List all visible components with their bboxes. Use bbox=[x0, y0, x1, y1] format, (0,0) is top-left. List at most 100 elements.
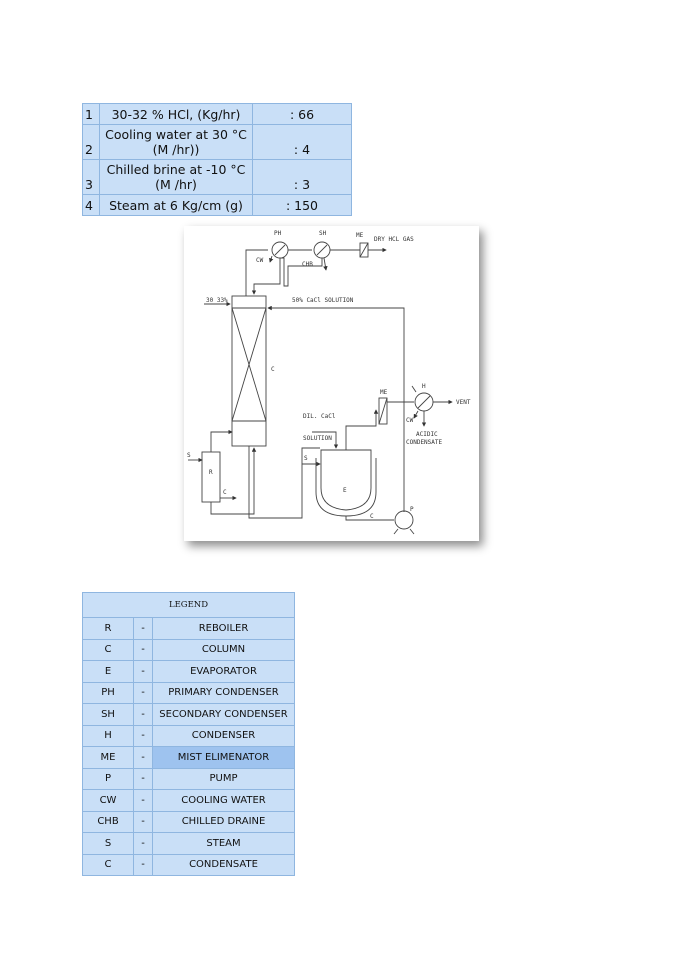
legend-name: CHILLED DRAINE bbox=[152, 810, 295, 833]
legend-name: CONDENSER bbox=[152, 724, 295, 747]
label-cacl-solution: 50% CaCl SOLUTION bbox=[292, 297, 354, 304]
legend-row: E - EVAPORATOR bbox=[82, 660, 295, 683]
legend-dash: - bbox=[133, 617, 153, 640]
legend-dash: - bbox=[133, 681, 153, 704]
legend-abbr: CHB bbox=[82, 810, 134, 833]
legend-row: P - PUMP bbox=[82, 767, 295, 790]
label-c-bottom: C bbox=[370, 513, 374, 520]
reboiler bbox=[201, 451, 221, 503]
label-feed: 30 33% bbox=[206, 297, 228, 304]
legend-name: PRIMARY CONDENSER bbox=[152, 681, 295, 704]
label-me-top: ME bbox=[356, 232, 364, 239]
label-evaporator: E bbox=[343, 487, 347, 494]
row-number: 2 bbox=[82, 124, 100, 160]
legend-row: C - COLUMN bbox=[82, 638, 295, 661]
legend-title: LEGEND bbox=[82, 592, 295, 618]
legend-row: C - CONDENSATE bbox=[82, 853, 295, 876]
legend-abbr: H bbox=[82, 724, 134, 747]
process-flow-diagram: PH SH ME DRY HCL GAS CW CHB 30 33% 50% C… bbox=[184, 226, 479, 541]
table-row: 3 Chilled brine at -10 °C (M /hr) : 3 bbox=[82, 159, 352, 195]
row-number: 1 bbox=[82, 103, 100, 125]
row-description: Chilled brine at -10 °C (M /hr) bbox=[99, 159, 253, 195]
legend-table: LEGEND R - REBOILER C - COLUMN E - EVAPO… bbox=[82, 592, 295, 876]
legend-row: H - CONDENSER bbox=[82, 724, 295, 747]
row-value: : 3 bbox=[252, 159, 352, 195]
legend-dash: - bbox=[133, 789, 153, 812]
label-column: C bbox=[271, 366, 275, 373]
legend-header-row: LEGEND bbox=[82, 592, 295, 618]
row-value: : 4 bbox=[252, 124, 352, 160]
row-number: 4 bbox=[82, 194, 100, 216]
legend-row: CW - COOLING WATER bbox=[82, 789, 295, 812]
legend-row: S - STEAM bbox=[82, 832, 295, 855]
legend-abbr: CW bbox=[82, 789, 134, 812]
label-acidic: ACIDIC bbox=[416, 431, 438, 438]
legend-row: ME - MIST ELIMENATOR bbox=[82, 746, 295, 769]
legend-abbr: C bbox=[82, 853, 134, 876]
legend-dash: - bbox=[133, 638, 153, 661]
label-me-right: ME bbox=[380, 389, 388, 396]
label-dil-cacl: DIL. CaCl bbox=[303, 413, 336, 420]
label-vent: VENT bbox=[456, 399, 471, 406]
column-shell bbox=[231, 295, 267, 447]
table-row: 2 Cooling water at 30 °C (M /hr)) : 4 bbox=[82, 124, 352, 160]
row-number: 3 bbox=[82, 159, 100, 195]
legend-abbr: R bbox=[82, 617, 134, 640]
legend-name: STEAM bbox=[152, 832, 295, 855]
pump bbox=[394, 510, 414, 530]
legend-dash: - bbox=[133, 767, 153, 790]
consumption-table: 1 30-32 % HCl, (Kg/hr) : 66 2 Cooling wa… bbox=[82, 103, 352, 216]
label-pump: P bbox=[410, 506, 414, 513]
legend-dash: - bbox=[133, 832, 153, 855]
row-description: 30-32 % HCl, (Kg/hr) bbox=[99, 103, 253, 125]
legend-name: COLUMN bbox=[152, 638, 295, 661]
legend-abbr: C bbox=[82, 638, 134, 661]
legend-dash: - bbox=[133, 746, 153, 769]
label-h: H bbox=[422, 383, 426, 390]
label-chb: CHB bbox=[302, 261, 313, 268]
legend-name: EVAPORATOR bbox=[152, 660, 295, 683]
legend-abbr: ME bbox=[82, 746, 134, 769]
legend-name: SECONDARY CONDENSER bbox=[152, 703, 295, 726]
legend-abbr: P bbox=[82, 767, 134, 790]
legend-dash: - bbox=[133, 660, 153, 683]
label-s-reboiler: S bbox=[187, 452, 191, 459]
legend-abbr: SH bbox=[82, 703, 134, 726]
legend-dash: - bbox=[133, 724, 153, 747]
table-row: 4 Steam at 6 Kg/cm (g) : 150 bbox=[82, 194, 352, 216]
legend-name: COOLING WATER bbox=[152, 789, 295, 812]
legend-row: SH - SECONDARY CONDENSER bbox=[82, 703, 295, 726]
row-value: : 66 bbox=[252, 103, 352, 125]
legend-name: MIST ELIMENATOR bbox=[152, 746, 295, 769]
legend-name: REBOILER bbox=[152, 617, 295, 640]
label-c-reboiler: C bbox=[223, 489, 227, 496]
label-condensate: CONDENSATE bbox=[406, 439, 443, 446]
legend-row: PH - PRIMARY CONDENSER bbox=[82, 681, 295, 704]
legend-dash: - bbox=[133, 703, 153, 726]
row-description: Cooling water at 30 °C (M /hr)) bbox=[99, 124, 253, 160]
label-sh: SH bbox=[319, 230, 327, 237]
legend-row: CHB - CHILLED DRAINE bbox=[82, 810, 295, 833]
row-description: Steam at 6 Kg/cm (g) bbox=[99, 194, 253, 216]
table-row: 1 30-32 % HCl, (Kg/hr) : 66 bbox=[82, 103, 352, 125]
evaporator-vessel bbox=[320, 449, 372, 511]
label-cw-top: CW bbox=[256, 257, 264, 264]
label-ph: PH bbox=[274, 230, 282, 237]
label-reboiler: R bbox=[209, 469, 213, 476]
legend-name: PUMP bbox=[152, 767, 295, 790]
legend-row: R - REBOILER bbox=[82, 617, 295, 640]
legend-abbr: S bbox=[82, 832, 134, 855]
label-cw-right: CW bbox=[406, 417, 414, 424]
legend-abbr: E bbox=[82, 660, 134, 683]
row-value: : 150 bbox=[252, 194, 352, 216]
legend-dash: - bbox=[133, 853, 153, 876]
legend-abbr: PH bbox=[82, 681, 134, 704]
legend-name: CONDENSATE bbox=[152, 853, 295, 876]
label-solution: SOLUTION bbox=[303, 435, 332, 442]
diagram-labels: PH SH ME DRY HCL GAS CW CHB 30 33% 50% C… bbox=[187, 230, 471, 520]
label-dry-hcl: DRY HCL GAS bbox=[374, 236, 414, 243]
label-s-evap: S bbox=[304, 455, 308, 462]
process-diagram-svg: PH SH ME DRY HCL GAS CW CHB 30 33% 50% C… bbox=[187, 230, 471, 535]
legend-dash: - bbox=[133, 810, 153, 833]
mist-eliminator-right bbox=[378, 397, 388, 425]
